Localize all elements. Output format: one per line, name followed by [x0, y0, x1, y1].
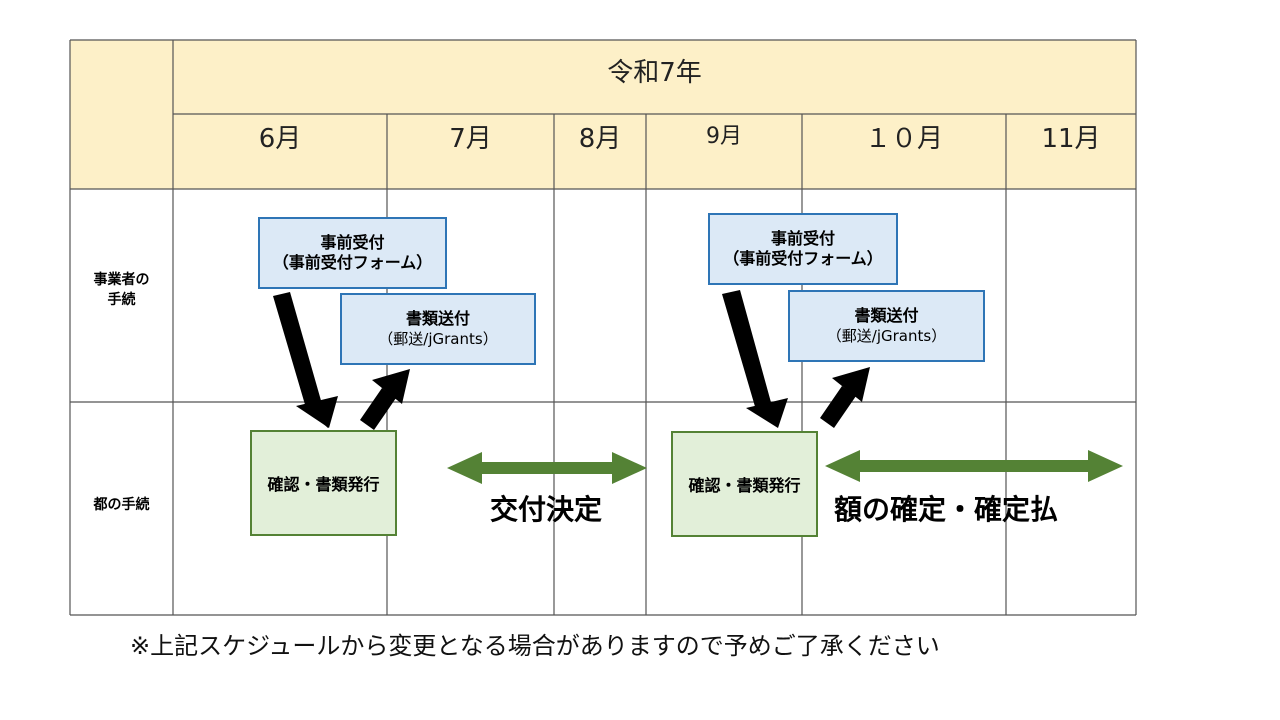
arrow-up-round2-head	[832, 367, 870, 402]
documents-title: 書類送付	[854, 306, 919, 325]
green-arrow-grant	[447, 452, 647, 484]
month-july: 7月	[449, 124, 492, 154]
month-october: １０月	[864, 124, 943, 154]
month-november: 11月	[1041, 124, 1101, 154]
month-august: 8月	[578, 124, 622, 154]
arrow-down-round1-body	[273, 292, 322, 408]
arrow-down-round2-body	[722, 290, 772, 410]
green-arrows	[447, 450, 1123, 484]
row-label-metro: 都の手続	[93, 497, 150, 513]
arrow-up-round1-body	[360, 388, 396, 430]
confirm-box-round1: 確認・書類発行	[250, 430, 397, 536]
documents-box-round2: 書類送付 （郵送/jGrants）	[788, 290, 985, 362]
month-header-row	[173, 114, 1136, 189]
grant-decision-label: 交付決定	[490, 493, 603, 526]
documents-title: 書類送付	[405, 309, 470, 328]
documents-sub: （郵送/jGrants）	[826, 327, 947, 345]
year-header: 令和7年	[607, 57, 702, 88]
green-arrow-confirmation	[825, 450, 1123, 482]
pre-reception-title: 事前受付	[320, 233, 385, 252]
documents-box-round1: 書類送付 （郵送/jGrants）	[340, 293, 536, 365]
pre-reception-title: 事前受付	[770, 229, 835, 248]
pre-reception-box-round2: 事前受付 （事前受付フォーム）	[708, 213, 898, 285]
pre-reception-sub: （事前受付フォーム）	[272, 253, 433, 272]
documents-sub: （郵送/jGrants）	[378, 330, 498, 348]
arrow-up-round2-body	[820, 386, 856, 428]
row-label-business: 事業者の 手続	[93, 272, 150, 308]
month-september: 9月	[706, 124, 742, 149]
pre-reception-box-round1: 事前受付 （事前受付フォーム）	[258, 217, 447, 289]
pre-reception-sub: （事前受付フォーム）	[723, 249, 883, 268]
confirm-box-round2: 確認・書類発行	[671, 431, 818, 537]
month-june: 6月	[258, 124, 302, 154]
black-arrows	[273, 290, 870, 430]
footnote: ※上記スケジュールから変更となる場合がありますので予めご了承ください	[130, 632, 940, 660]
arrow-down-round1-head	[296, 396, 338, 428]
arrow-up-round1-head	[372, 369, 410, 404]
arrow-down-round2-head	[746, 398, 788, 428]
amount-confirmation-label: 額の確定・確定払	[834, 493, 1059, 526]
year-header-cell	[173, 40, 1136, 114]
header-corner-cell	[70, 40, 173, 189]
